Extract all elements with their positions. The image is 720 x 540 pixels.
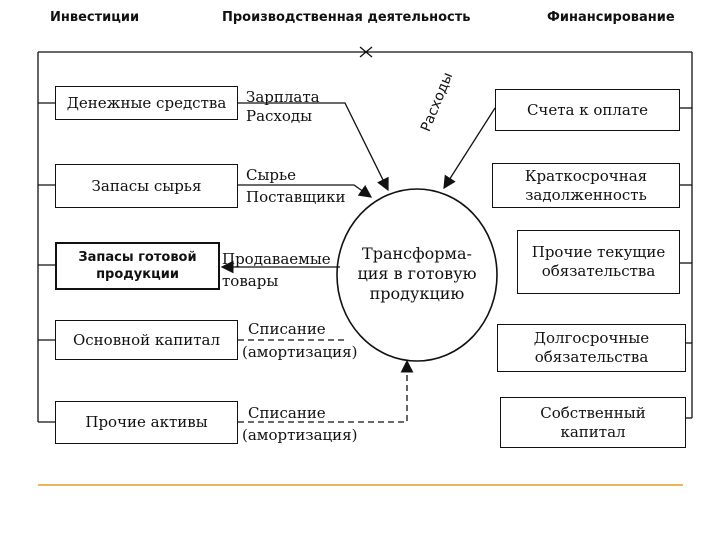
header-investments: Инвестиции xyxy=(50,10,140,25)
box-cash: Денежные средства xyxy=(55,86,238,120)
label-suppliers: Поставщики xyxy=(246,188,346,206)
label-writeoff-1: Списание xyxy=(248,320,326,338)
header-financing: Финансирование xyxy=(547,10,675,25)
center-ellipse xyxy=(336,188,498,362)
box-other-current-liabilities: Прочие текущие обязательства xyxy=(517,230,680,294)
label-goods: товары xyxy=(222,272,279,290)
arrow-payables xyxy=(443,107,496,190)
label-amortization-1: (амортизация) xyxy=(242,343,358,361)
label-expenses: Расходы xyxy=(246,107,313,125)
label-amortization-2: (амортизация) xyxy=(242,426,358,444)
label-sold: Продаваемые xyxy=(222,250,331,268)
box-short-term-debt: Краткосрочная задолженность xyxy=(492,163,680,208)
box-equity: Собственный капитал xyxy=(500,397,686,448)
box-fixed-capital: Основной капитал xyxy=(55,320,238,360)
box-other-assets: Прочие активы xyxy=(55,401,238,444)
label-raw: Сырье xyxy=(246,166,297,184)
arrow-salary xyxy=(238,102,389,192)
label-salary: Зарплата xyxy=(246,88,320,106)
box-raw-stock: Запасы сырья xyxy=(55,164,238,208)
header-production: Производственная деятельность xyxy=(222,10,471,25)
box-payables: Счета к оплате xyxy=(495,89,680,131)
box-finished-stock: Запасы готовой продукции xyxy=(55,242,220,290)
top-cross-b xyxy=(359,46,373,58)
label-writeoff-2: Списание xyxy=(248,404,326,422)
center-transformation: Трансформа- ция в готовую продукцию xyxy=(357,244,477,303)
arrow-raw xyxy=(238,184,373,198)
box-long-term-liabilities: Долгосрочные обязательства xyxy=(497,324,686,372)
